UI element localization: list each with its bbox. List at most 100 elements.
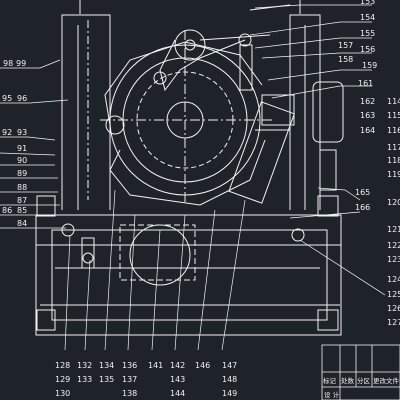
leader-165 (317, 187, 361, 201)
callout-154: 154 (360, 13, 375, 22)
leader-128 (64, 234, 71, 351)
tension-rod (199, 34, 271, 41)
drum-housing (119, 224, 196, 281)
callout-164: 164 (360, 126, 375, 135)
leader-154 (249, 21, 372, 36)
left-support (81, 237, 95, 269)
callout-86: 86 (2, 206, 12, 215)
leader-147 (221, 199, 246, 351)
frame-foot-right (317, 309, 339, 331)
callout-157: 157 (338, 41, 353, 50)
right-bearing (291, 228, 305, 242)
callout-155: 155 (360, 29, 375, 38)
callout-115: 115 (387, 111, 400, 120)
motor-top-cap (261, 94, 295, 126)
leader-159 (267, 69, 372, 81)
callout-92: 92 (2, 128, 12, 137)
callout-163: 163 (360, 111, 375, 120)
callout-136: 136 (122, 361, 137, 370)
adjust-screw (239, 44, 253, 91)
callout-126: 126 (387, 304, 400, 313)
right-column-lower (319, 149, 337, 191)
callout-85: 85 (17, 206, 27, 215)
link-pivot (238, 33, 252, 47)
frame-corner-right (317, 195, 339, 217)
linkage-arm (159, 39, 246, 92)
callout-127: 127 (387, 318, 400, 327)
callout-123: 123 (387, 255, 400, 264)
callout-144: 144 (170, 389, 185, 398)
callout-120: 120 (387, 198, 400, 207)
tb-header-mark: 标记 (323, 376, 337, 385)
callout-84: 84 (17, 219, 27, 228)
callout-138: 138 (122, 389, 137, 398)
base-frame-inner (51, 229, 328, 321)
leader-91 (0, 152, 56, 156)
callout-162: 162 (360, 97, 375, 106)
tb-header-change-doc: 更改文件号 (373, 376, 400, 385)
callout-137: 137 (122, 375, 137, 384)
callout-89: 89 (17, 169, 27, 178)
callout-93: 93 (17, 128, 27, 137)
housing-lower-shell (109, 139, 266, 206)
callout-125: 125 (387, 290, 400, 299)
leader-lines (0, 4, 386, 351)
callout-118: 118 (387, 156, 400, 165)
callout-114: 114 (387, 97, 400, 106)
callout-142: 142 (170, 361, 185, 370)
callout-116: 116 (387, 126, 400, 135)
callout-166: 166 (355, 203, 370, 212)
callout-91: 91 (17, 144, 27, 153)
callout-159: 159 (362, 61, 377, 70)
callout-133: 133 (77, 375, 92, 384)
callout-95: 95 (2, 94, 12, 103)
callout-147: 147 (222, 361, 237, 370)
left-bolt (82, 252, 94, 264)
callout-161: 161 (358, 79, 373, 88)
callout-117: 117 (387, 143, 400, 152)
title-block-frame (321, 344, 400, 400)
tb-header-zone: 分区 (357, 376, 371, 385)
housing-upper-shell (104, 41, 263, 126)
leader-161 (271, 85, 372, 99)
callout-146: 146 (195, 361, 210, 370)
leader-155 (254, 37, 372, 49)
leader-153 (254, 4, 372, 9)
frame-foot-left (36, 309, 56, 331)
leader-156 (261, 52, 372, 59)
title-block-text: 标记 处数 分区 更改文件号 设 计 (323, 376, 400, 399)
left-pivot (153, 71, 167, 85)
left-idler (105, 115, 125, 135)
callout-87: 87 (17, 196, 27, 205)
leader-136 (127, 214, 136, 351)
upper-pulley-hub (184, 39, 196, 51)
callout-141: 141 (148, 361, 163, 370)
callout-128: 128 (55, 361, 70, 370)
callout-98: 98 (3, 59, 13, 68)
leader-98 (0, 59, 61, 69)
leader-166 (289, 211, 361, 219)
callout-90: 90 (17, 156, 27, 165)
callout-135: 135 (99, 375, 114, 384)
callout-122: 122 (387, 241, 400, 250)
callout-158: 158 (338, 55, 353, 64)
tb-header-count: 处数 (341, 376, 355, 385)
leader-132 (84, 259, 91, 351)
callout-99: 99 (16, 59, 26, 68)
callout-132: 132 (77, 361, 92, 370)
leader-134 (104, 189, 116, 351)
leader-143 (174, 214, 186, 351)
callout-143: 143 (170, 375, 185, 384)
leader-92 (0, 136, 56, 141)
callout-156: 156 (360, 45, 375, 54)
tb-designer: 设 计 (324, 390, 340, 399)
callout-121: 121 (387, 225, 400, 234)
leader-141 (151, 229, 161, 351)
callout-134: 134 (99, 361, 114, 370)
callout-129: 129 (55, 375, 70, 384)
callout-148: 148 (222, 375, 237, 384)
callout-124: 124 (387, 275, 400, 284)
